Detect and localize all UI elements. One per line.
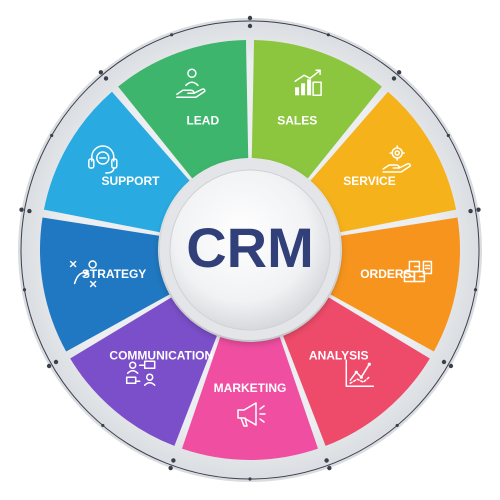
ring-tick [50, 133, 54, 138]
divider-dot [441, 359, 447, 365]
divider-dot [468, 208, 473, 214]
growth-chart-icon [294, 69, 322, 97]
divider-dot [19, 207, 24, 212]
divider-dot [391, 76, 397, 81]
segment-label-lead: LEAD [186, 113, 219, 127]
ring-tick [22, 288, 27, 292]
people-network-icon [125, 360, 156, 386]
gear-hand-icon [382, 145, 411, 173]
segment-lead [118, 40, 249, 179]
hand-person-icon [176, 68, 206, 99]
segment-label-communication: COMMUNICATION [109, 349, 213, 363]
megaphone-icon [237, 402, 266, 427]
divider-dot [53, 359, 59, 365]
segment-marketing [181, 337, 319, 460]
segment-orders [330, 217, 460, 352]
segment-service [310, 91, 457, 233]
center-label: CRM [186, 216, 314, 279]
divider-dot [168, 465, 173, 471]
ring-tick [446, 133, 450, 138]
boxes-clipboard-icon [403, 260, 433, 283]
segment-communication [70, 297, 217, 446]
divider-dot [247, 23, 253, 29]
segment-label-service: SERVICE [343, 174, 395, 188]
divider-dot [103, 76, 109, 81]
segment-strategy [39, 217, 170, 352]
segment-sales [251, 40, 382, 179]
divider-dot [476, 207, 481, 212]
ring-tick [170, 33, 174, 37]
segment-label-marketing: MARKETING [214, 381, 287, 395]
segment-label-support: SUPPORT [101, 174, 160, 188]
divider-dot [98, 70, 104, 75]
ring-tick [326, 33, 330, 37]
segment-label-orders: ORDERS [360, 267, 411, 281]
divider-dot [327, 465, 332, 471]
segments-group: SALES SERVICE ORDERS ANALYSIS MARKETING COMMU… [19, 15, 481, 481]
segment-label-sales: SALES [277, 113, 317, 127]
ring-tick [101, 423, 105, 428]
ring-tick [248, 477, 252, 481]
line-graph-icon [345, 359, 375, 387]
segment-label-strategy: STRATEGY [82, 267, 146, 281]
divider-dot [324, 458, 329, 463]
divider-dot [396, 70, 402, 75]
strategy-play-icon [69, 260, 97, 288]
divider-dot [171, 458, 176, 463]
divider-dot [46, 363, 52, 369]
ring-tick [395, 423, 399, 428]
headset-icon [88, 145, 118, 174]
divider-dot [27, 208, 32, 214]
divider-dot [448, 363, 454, 369]
ring-tick [473, 288, 478, 292]
center-hub [169, 169, 331, 331]
segment-label-analysis: ANALYSIS [309, 349, 369, 363]
divider-dot [247, 15, 253, 21]
